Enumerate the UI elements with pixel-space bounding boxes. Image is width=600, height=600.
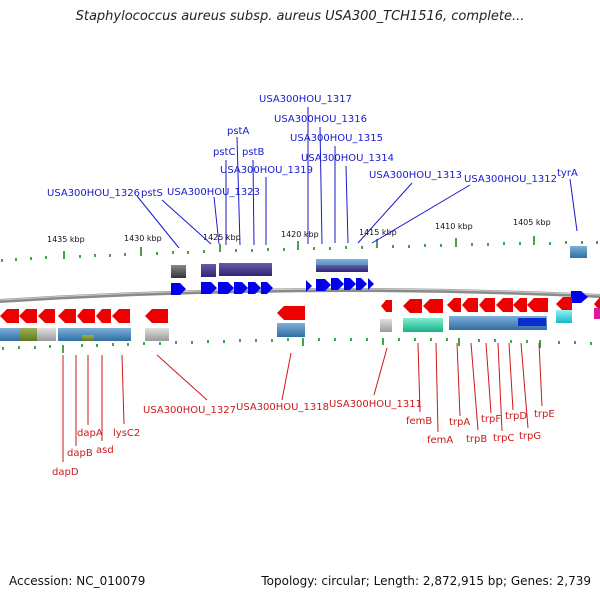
gene-arrow-reverse xyxy=(381,300,392,312)
gene-label-USA300HOU_1312: USA300HOU_1312 xyxy=(464,174,557,185)
tick-label-1415: 1415 kbp xyxy=(359,228,397,237)
gene-arrow-forward xyxy=(234,282,248,294)
gene-label-pstC: pstC xyxy=(213,147,235,158)
gene-label-USA300HOU_1311: USA300HOU_1311 xyxy=(329,399,422,410)
accession-text: Accession: NC_010079 xyxy=(9,574,146,588)
gene-label-USA300HOU_1317: USA300HOU_1317 xyxy=(259,94,352,105)
tick-label-1410: 1410 kbp xyxy=(435,222,473,231)
gene-arrow-reverse xyxy=(96,309,111,323)
gene-label-USA300HOU_1315: USA300HOU_1315 xyxy=(290,133,383,144)
gene-label-USA300HOU_1314: USA300HOU_1314 xyxy=(301,153,394,164)
gene-label-trpB: trpB xyxy=(466,434,487,445)
tick-label-1430: 1430 kbp xyxy=(124,234,162,243)
gene-arrow-forward xyxy=(261,282,273,294)
gene-label-lysC2: lysC2 xyxy=(113,428,140,439)
gene-arrow-reverse xyxy=(527,298,548,312)
gene-arrow-reverse xyxy=(58,309,76,323)
gene-label-USA300HOU_1318: USA300HOU_1318 xyxy=(236,402,329,413)
tick-label-1405: 1405 kbp xyxy=(513,218,551,227)
gene-arrow-reverse xyxy=(594,297,600,311)
gene-arrow-reverse xyxy=(112,309,130,323)
gene-arrow-reverse xyxy=(403,299,422,313)
reverse-feature-blocks xyxy=(0,308,600,341)
tick-label-1425: 1425 kbp xyxy=(203,233,241,242)
gene-label-USA300HOU_1319: USA300HOU_1319 xyxy=(220,165,313,176)
upper-scale-ticks xyxy=(1,236,598,262)
gene-label-USA300HOU_1327: USA300HOU_1327 xyxy=(143,405,236,416)
gene-arrow-reverse xyxy=(462,298,478,312)
gene-arrow-forward xyxy=(201,282,217,294)
gene-label-pstB: pstB xyxy=(242,147,264,158)
gene-label-USA300HOU_1323: USA300HOU_1323 xyxy=(167,187,260,198)
gene-arrow-forward xyxy=(306,280,312,292)
gene-arrow-forward xyxy=(344,278,356,290)
gene-label-trpC: trpC xyxy=(493,433,514,444)
gene-arrow-forward xyxy=(331,278,344,290)
gene-arrow-reverse xyxy=(513,298,527,312)
gene-arrow-reverse xyxy=(145,309,168,323)
gene-arrow-reverse xyxy=(479,298,495,312)
forward-gene-labels: tyrA USA300HOU_1312 USA300HOU_1313 USA30… xyxy=(47,94,578,199)
gene-label-trpF: trpF xyxy=(481,414,501,425)
topology-summary: Topology: circular; Length: 2,872,915 bp… xyxy=(261,574,591,588)
gene-arrow-forward xyxy=(248,282,261,294)
gene-label-tyrA: tyrA xyxy=(557,168,578,179)
gene-label-dapB: dapB xyxy=(67,448,93,459)
gene-label-USA300HOU_1313: USA300HOU_1313 xyxy=(369,170,462,181)
kbp-tick-labels: 1435 kbp 1430 kbp 1425 kbp 1420 kbp 1415… xyxy=(47,218,551,244)
gene-label-dapD: dapD xyxy=(52,467,79,478)
reverse-gene-labels: dapD dapB dapA asd lysC2 USA300HOU_1327 … xyxy=(52,399,555,478)
tick-label-1435: 1435 kbp xyxy=(47,235,85,244)
gene-label-pstS: pstS xyxy=(141,188,163,199)
gene-arrow-forward xyxy=(368,278,374,290)
gene-arrow-reverse xyxy=(496,298,513,312)
gene-label-trpE: trpE xyxy=(534,409,555,420)
gene-arrow-reverse xyxy=(423,299,443,313)
gene-arrow-reverse xyxy=(19,309,37,323)
map-title: Staphylococcus aureus subsp. aureus USA3… xyxy=(75,9,525,24)
gene-arrow-forward xyxy=(356,278,367,290)
gene-label-USA300HOU_1326: USA300HOU_1326 xyxy=(47,188,140,199)
gene-label-pstA: pstA xyxy=(227,126,249,137)
gene-label-femA: femA xyxy=(427,435,453,446)
forward-feature-blocks xyxy=(171,246,587,278)
gene-label-dapA: dapA xyxy=(77,428,103,439)
gene-arrow-reverse xyxy=(277,306,305,320)
gene-arrow-reverse xyxy=(0,309,19,323)
gene-arrow-forward xyxy=(316,279,331,291)
gene-label-trpG: trpG xyxy=(519,431,541,442)
reverse-gene-arrows[interactable] xyxy=(0,297,600,323)
genome-backbone xyxy=(0,288,600,303)
gene-arrow-reverse xyxy=(38,309,55,323)
gene-arrow-forward xyxy=(218,282,234,294)
forward-leader-lines xyxy=(136,107,578,249)
reverse-leader-lines xyxy=(62,342,543,462)
gene-arrow-reverse xyxy=(556,297,572,311)
gene-label-asd: asd xyxy=(96,445,114,456)
gene-arrow-reverse xyxy=(77,309,95,323)
gene-arrow-forward xyxy=(171,283,186,295)
lower-scale-ticks xyxy=(2,338,592,353)
gene-label-trpA: trpA xyxy=(449,417,470,428)
gene-arrow-reverse xyxy=(447,298,461,312)
gene-label-USA300HOU_1316: USA300HOU_1316 xyxy=(274,114,367,125)
gene-label-femB: femB xyxy=(406,416,432,427)
gene-label-trpD: trpD xyxy=(505,411,527,422)
tick-label-1420: 1420 kbp xyxy=(281,230,319,239)
gene-arrow-forward xyxy=(571,291,588,303)
forward-gene-arrows[interactable] xyxy=(171,278,588,303)
